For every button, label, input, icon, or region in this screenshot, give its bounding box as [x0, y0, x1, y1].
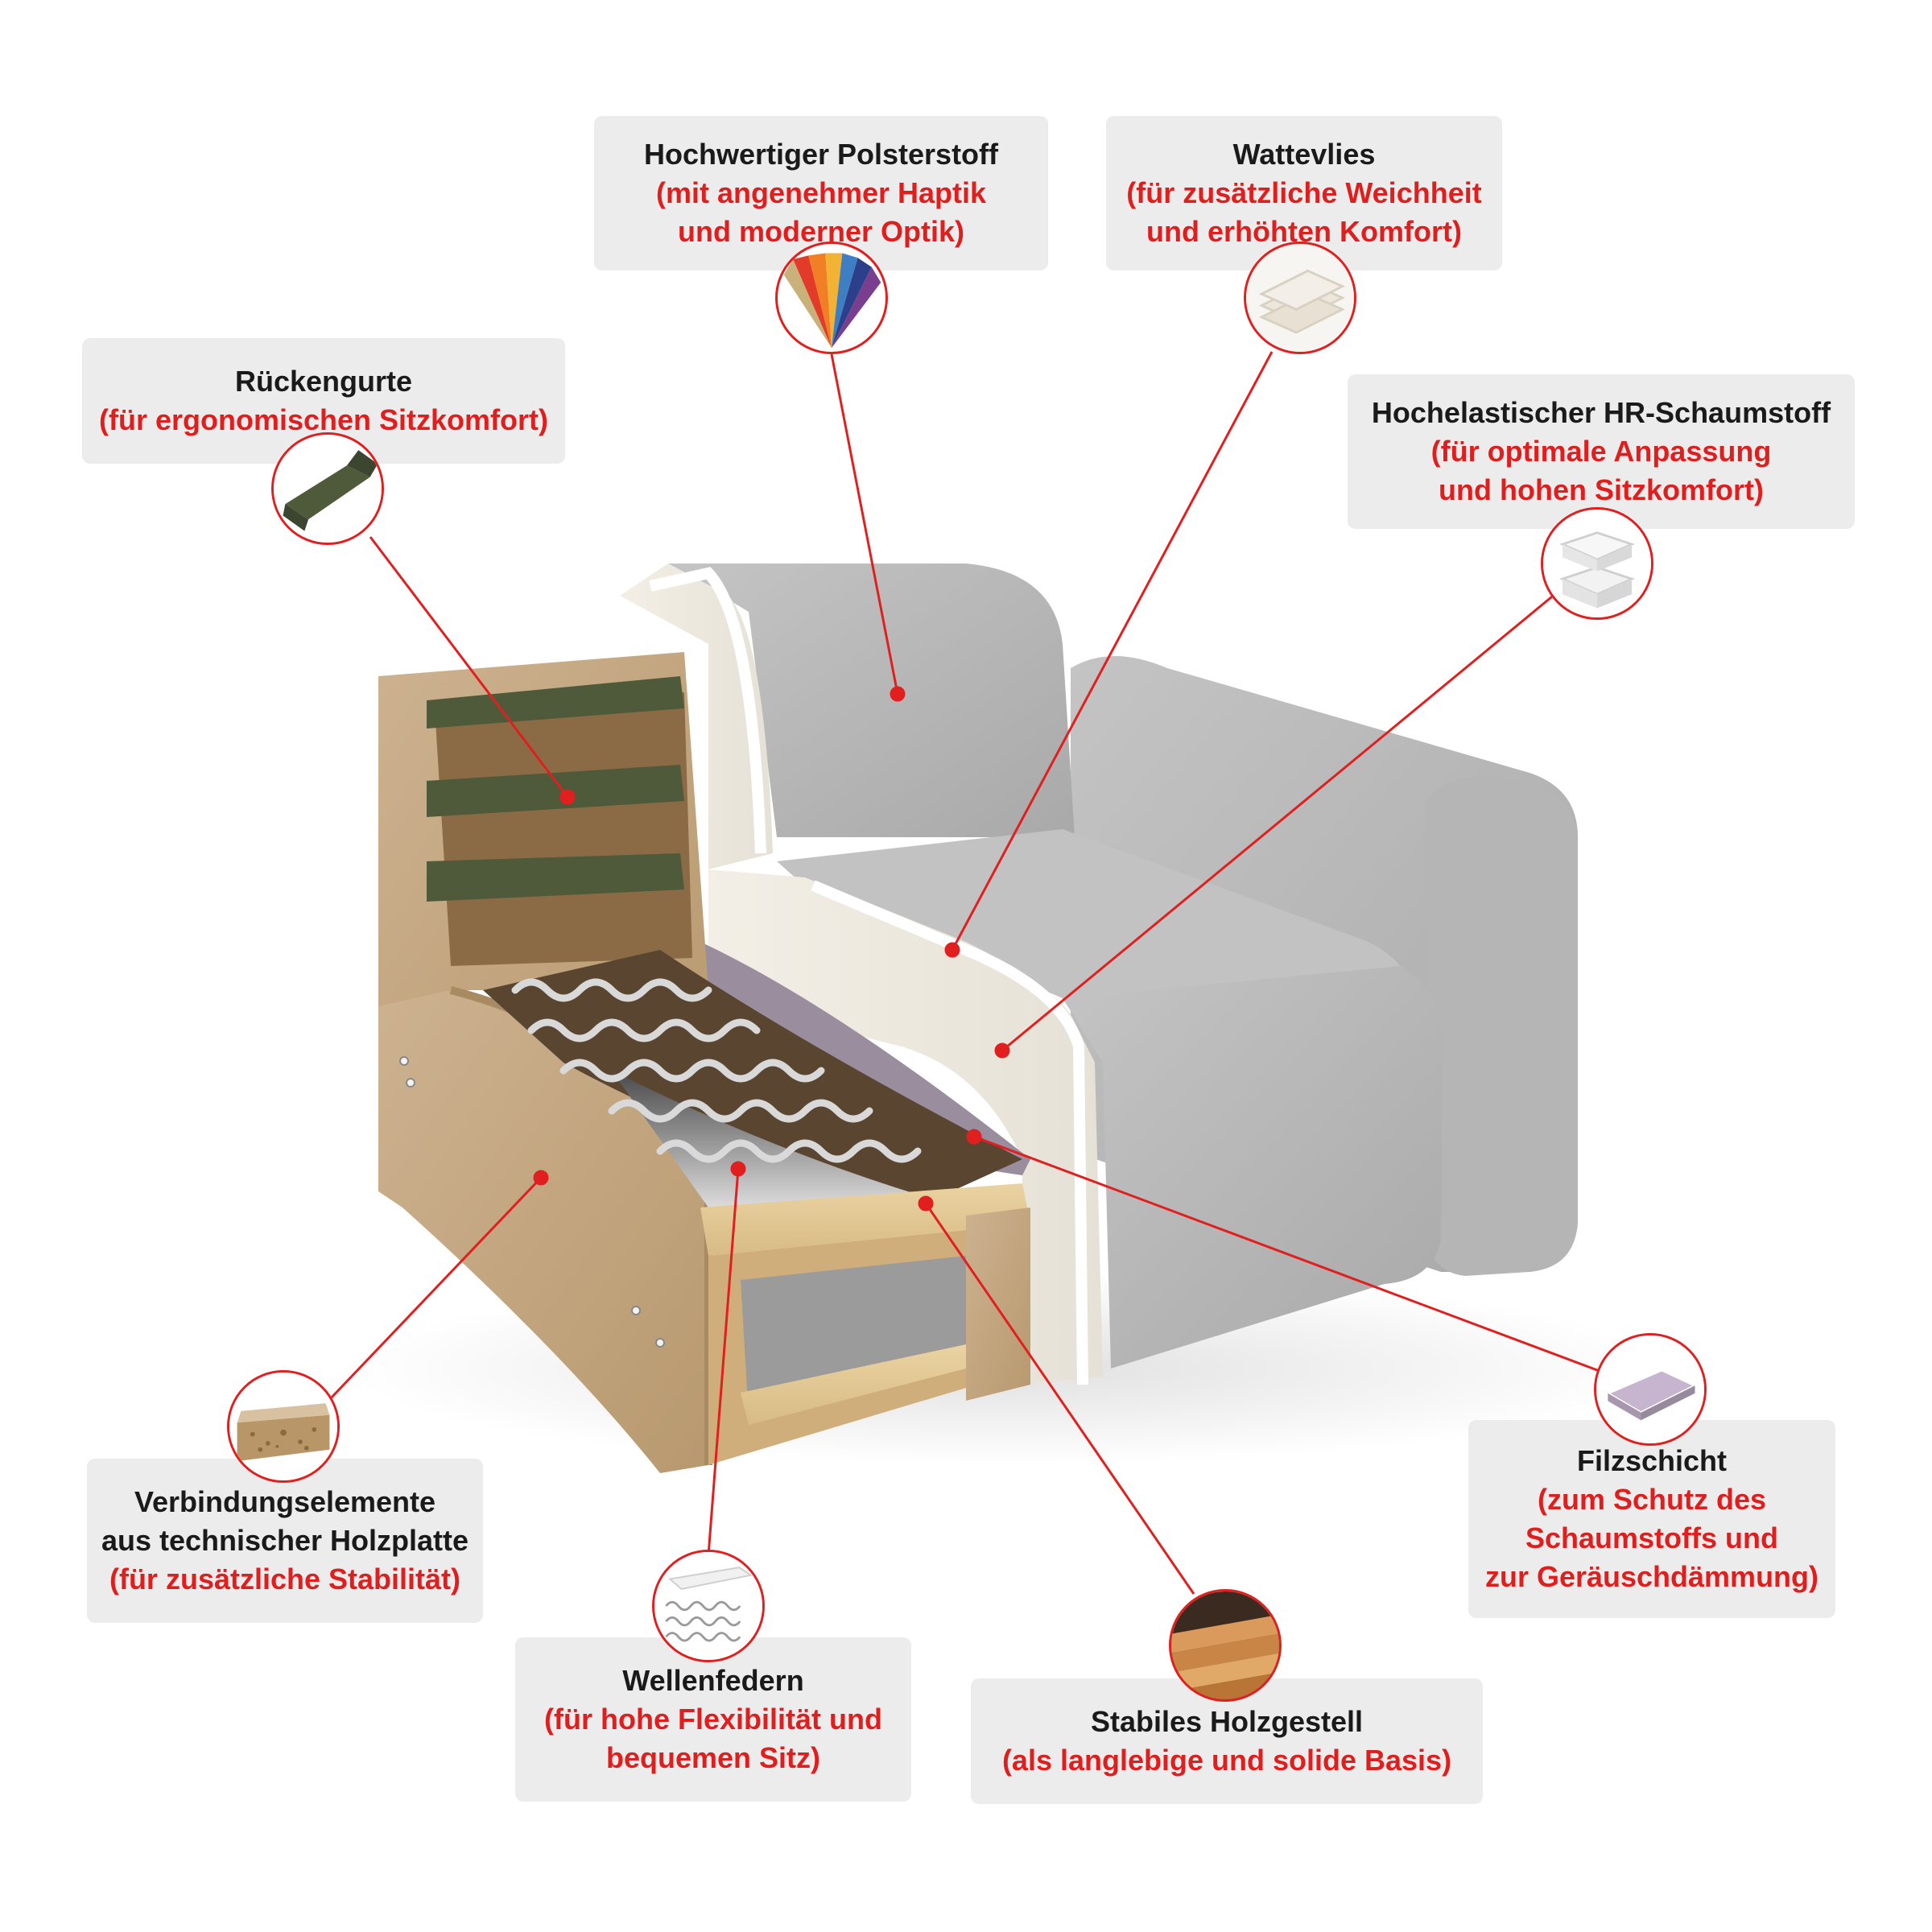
wood-planks-icon: [1169, 1589, 1282, 1702]
callout-hr-schaum: Hochelastischer HR-Schaumstoff (für opti…: [1348, 374, 1855, 529]
side-chipboard-panel: [378, 990, 708, 1473]
wave-springs: [511, 978, 922, 1163]
screws: [399, 1056, 665, 1348]
callout-wattevlies-title: Wattevlies: [1232, 138, 1376, 171]
wave-spring-icon: [652, 1550, 765, 1662]
callout-polsterstoff-subtitle: (mit angenehmer Haptik und moderner Opti…: [655, 176, 987, 248]
callout-rueckengurte: Rückengurte (für ergonomischen Sitzkomfo…: [82, 338, 565, 464]
callout-filzschicht: Filzschicht (zum Schutz des Schaumstoffs…: [1468, 1420, 1835, 1618]
back-frame-inner: [435, 692, 692, 966]
springs-bed-lower: [612, 1071, 942, 1216]
callout-holzplatte: Verbindungselemente aus technischer Holz…: [87, 1459, 483, 1623]
wadding-fleece-icon: [1244, 242, 1356, 354]
callout-holzplatte-subtitle: (für zusätzliche Stabilität): [109, 1563, 461, 1596]
leader-lines: [327, 351, 1611, 1595]
callout-filzschicht-subtitle: (zum Schutz des Schaumstoffs und zur Ger…: [1484, 1483, 1819, 1593]
seat-foam: [708, 869, 1103, 1385]
backrest-fabric: [668, 564, 1075, 837]
wood-frame-opening: [741, 1256, 966, 1417]
fabric-swatch-icon: [775, 242, 888, 354]
callout-filzschicht-title: Filzschicht: [1576, 1444, 1728, 1477]
callout-hr-schaum-subtitle: (für optimale Anpassung und hohen Sitzko…: [1430, 435, 1772, 506]
callout-holzplatte-title: Verbindungselemente aus technischer Holz…: [101, 1485, 469, 1557]
right-armrest-front: [1425, 776, 1578, 1276]
felt-layer-icon: [1594, 1333, 1707, 1446]
back-strap-1: [427, 676, 684, 729]
callout-holzgestell-title: Stabiles Holzgestell: [1090, 1705, 1364, 1738]
callout-rueckengurte-subtitle: (für ergonomischen Sitzkomfort): [98, 403, 549, 436]
callout-hr-schaum-title: Hochelastischer HR-Schaumstoff: [1371, 396, 1831, 429]
wood-frame-top-rail: [700, 1183, 1030, 1256]
chipboard-icon: [227, 1370, 340, 1483]
callout-wellenfedern-subtitle: (für hohe Flexibilität und bequemen Sitz…: [544, 1703, 882, 1774]
seat-cushion-front: [1063, 966, 1443, 1368]
back-strap-2: [427, 765, 684, 817]
callout-rueckengurte-title: Rückengurte: [234, 365, 413, 398]
seat-wadding: [811, 880, 1088, 1385]
callout-wellenfedern-title: Wellenfedern: [622, 1664, 804, 1697]
wood-frame-inner-rail: [741, 1344, 966, 1425]
callout-holzgestell-subtitle: (als langlebige und solide Basis): [1001, 1744, 1452, 1777]
wood-frame-chipboard-post: [966, 1208, 1030, 1401]
seat-cushion-top: [777, 829, 1417, 1014]
back-strap-icon: [271, 432, 384, 545]
back-strap-3: [427, 853, 684, 902]
callout-wellenfedern: Wellenfedern (für hohe Flexibilität und …: [515, 1637, 911, 1802]
back-wadding: [649, 567, 766, 854]
callout-polsterstoff-title: Hochwertiger Polsterstoff: [643, 138, 999, 171]
foam-block-icon: [1541, 507, 1653, 620]
callout-wattevlies-subtitle: (für zusätzliche Weichheit und erhöhten …: [1126, 176, 1482, 248]
